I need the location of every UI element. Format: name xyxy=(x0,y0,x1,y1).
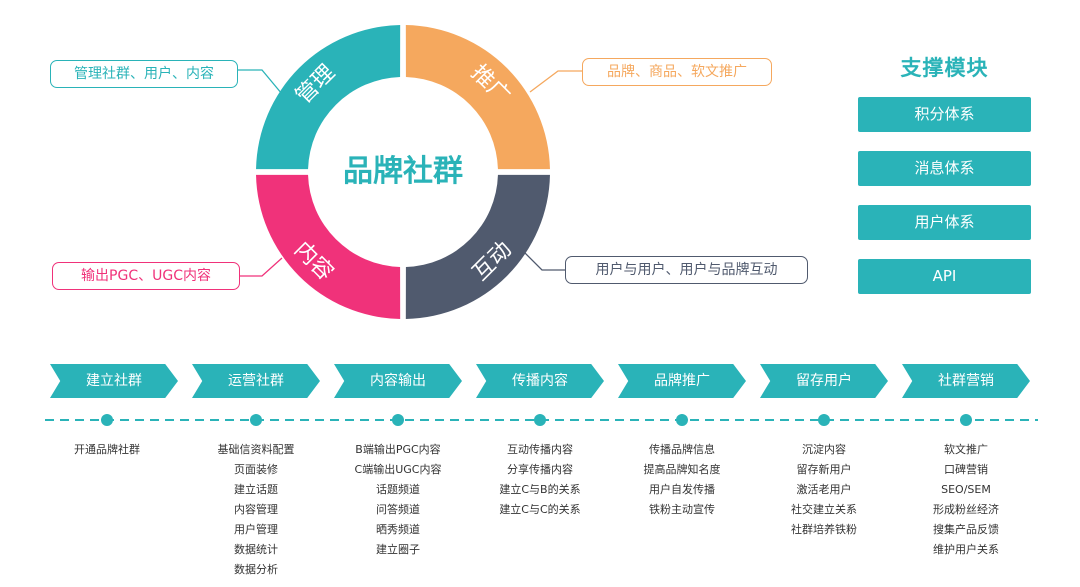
detail-item: 晒秀频道 xyxy=(376,523,420,536)
detail-item: 用户自发传播 xyxy=(649,483,715,496)
support-title: 支撑模块 xyxy=(900,56,989,80)
timeline-dot xyxy=(250,414,262,426)
detail-item: 社交建立关系 xyxy=(791,503,857,516)
detail-item: 激活老用户 xyxy=(796,483,852,496)
ring-segment xyxy=(256,174,401,319)
stage-details-2: B端输出PGC内容 C端输出UGC内容 话题频道 问答频道 晒秀频道 建立圈子 xyxy=(328,440,468,560)
callout-content: 输出PGC、UGC内容 xyxy=(52,262,240,290)
detail-item: 开通品牌社群 xyxy=(74,443,140,456)
stage-details-6: 软文推广 口碑营销 SEO/SEM 形成粉丝经济 搜集产品反馈 维护用户关系 xyxy=(896,440,1036,560)
timeline-dot xyxy=(392,414,404,426)
ring-segment xyxy=(405,25,550,170)
timeline-dot xyxy=(960,414,972,426)
detail-item: 软文推广 xyxy=(944,443,988,456)
detail-item: 建立C与B的关系 xyxy=(499,483,581,496)
stage-chevron: 建立社群 xyxy=(50,364,178,398)
detail-item: 分享传播内容 xyxy=(507,463,573,476)
stage-chevron: 社群营销 xyxy=(902,364,1030,398)
detail-item: 形成粉丝经济 xyxy=(933,503,999,516)
timeline-dot xyxy=(676,414,688,426)
detail-item: 基础信资料配置 xyxy=(217,443,295,456)
detail-item: 建立话题 xyxy=(234,483,278,496)
center-title: 品牌社群 xyxy=(343,154,463,189)
ring-segment xyxy=(256,25,401,170)
support-item: 消息体系 xyxy=(858,151,1031,186)
detail-item: 留存新用户 xyxy=(796,463,852,476)
stage-chevron: 品牌推广 xyxy=(618,364,746,398)
detail-item: 搜集产品反馈 xyxy=(933,523,999,536)
timeline-dot xyxy=(818,414,830,426)
detail-item: 用户管理 xyxy=(234,523,278,536)
stage-details-0: 开通品牌社群 xyxy=(37,440,177,460)
stage-chevron: 内容输出 xyxy=(334,364,462,398)
detail-item: 铁粉主动宣传 xyxy=(649,503,715,516)
leader-interact xyxy=(523,251,568,271)
timeline-dot xyxy=(534,414,546,426)
detail-item: C端输出UGC内容 xyxy=(354,463,442,476)
detail-item: 建立C与C的关系 xyxy=(499,503,581,516)
stage-details-3: 互动传播内容 分享传播内容 建立C与B的关系 建立C与C的关系 xyxy=(470,440,610,520)
detail-item: 数据分析 xyxy=(234,563,278,576)
detail-item: 内容管理 xyxy=(234,503,278,516)
timeline-dot xyxy=(101,414,113,426)
detail-item: 数据统计 xyxy=(234,543,278,556)
detail-item: SEO/SEM xyxy=(941,483,991,496)
detail-item: 页面装修 xyxy=(234,463,278,476)
detail-item: 话题频道 xyxy=(376,483,420,496)
detail-item: 维护用户关系 xyxy=(933,543,999,556)
detail-item: B端输出PGC内容 xyxy=(355,443,441,456)
detail-item: 社群培养铁粉 xyxy=(791,523,857,536)
support-item: 积分体系 xyxy=(858,97,1031,132)
callout-manage: 管理社群、用户、内容 xyxy=(50,60,238,88)
detail-item: 沉淀内容 xyxy=(802,443,846,456)
callout-promote: 品牌、商品、软文推广 xyxy=(582,58,772,86)
detail-item: 提高品牌知名度 xyxy=(643,463,721,476)
stage-chevron: 运营社群 xyxy=(192,364,320,398)
stage-details-4: 传播品牌信息 提高品牌知名度 用户自发传播 铁粉主动宣传 xyxy=(612,440,752,520)
support-item: API xyxy=(858,259,1031,294)
detail-item: 问答频道 xyxy=(376,503,420,516)
stage-chevron: 传播内容 xyxy=(476,364,604,398)
stage-chevron: 留存用户 xyxy=(760,364,888,398)
ring-segment xyxy=(405,174,550,319)
detail-item: 互动传播内容 xyxy=(507,443,573,456)
detail-item: 口碑营销 xyxy=(944,463,988,476)
leader-manage xyxy=(238,69,283,95)
callout-interact: 用户与用户、用户与品牌互动 xyxy=(565,256,808,284)
leader-content xyxy=(240,257,283,277)
detail-item: 传播品牌信息 xyxy=(649,443,715,456)
leader-promote xyxy=(529,70,582,93)
ring-diagram: 管理推广互动内容 品牌社群 xyxy=(238,25,582,319)
support-item: 用户体系 xyxy=(858,205,1031,240)
detail-item: 建立圈子 xyxy=(376,543,420,556)
stage-details-5: 沉淀内容 留存新用户 激活老用户 社交建立关系 社群培养铁粉 xyxy=(754,440,894,540)
stage-details-1: 基础信资料配置 页面装修 建立话题 内容管理 用户管理 数据统计 数据分析 xyxy=(186,440,326,580)
